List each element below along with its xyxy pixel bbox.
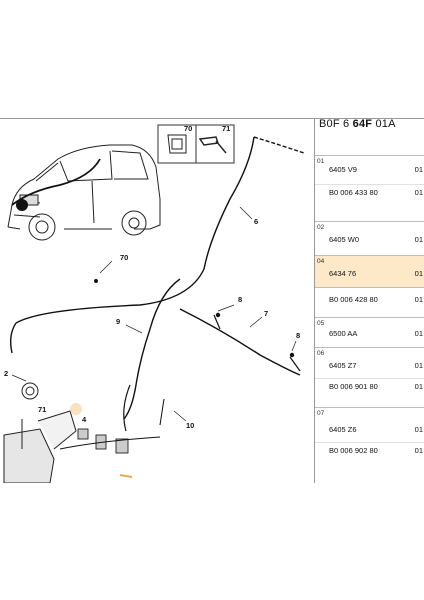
callout-9: 9 bbox=[116, 317, 121, 326]
part-number: 6405 W0 bbox=[329, 235, 360, 244]
diagram-drawing bbox=[3, 124, 305, 483]
group-index: 01 bbox=[317, 158, 325, 165]
parts-group-04b[interactable]: B0 006 428 80 01 bbox=[315, 287, 424, 316]
parts-row[interactable]: 6405 V9 01 bbox=[315, 162, 424, 180]
parts-row[interactable]: B0 006 901 80 01 bbox=[315, 378, 424, 397]
parts-group-01[interactable]: 01 6405 V9 01 B0 006 433 80 01 bbox=[315, 155, 424, 214]
ref-part-1: B0F 6 bbox=[319, 118, 350, 130]
part-qty: 01 bbox=[414, 361, 423, 370]
callout-70-inset: 70 bbox=[184, 124, 193, 133]
callout-10: 10 bbox=[186, 421, 195, 430]
car-illustration bbox=[7, 144, 161, 241]
part-number: B0 006 902 80 bbox=[329, 446, 378, 455]
parts-list-panel: B0F 6 64F 01A 01 6405 V9 01 B0 006 433 8… bbox=[314, 118, 424, 483]
parts-row[interactable]: 6434 76 01 bbox=[315, 266, 424, 284]
parts-diagram: 70 71 6 70 9 8 7 8 2 71 4 10 bbox=[0, 118, 314, 483]
parts-group-05[interactable]: 05 6500 AA 01 bbox=[315, 317, 424, 348]
ref-part-2: 64F bbox=[352, 118, 373, 130]
catalog-reference: B0F 6 64F 01A bbox=[319, 118, 396, 130]
pump-nozzles bbox=[77, 428, 129, 454]
part-qty: 01 bbox=[414, 165, 423, 174]
group-index: 04 bbox=[317, 258, 325, 265]
callout-4: 4 bbox=[82, 415, 87, 424]
washer-reservoir bbox=[3, 382, 77, 483]
part-qty: 01 bbox=[414, 269, 423, 278]
callout-6: 6 bbox=[254, 217, 259, 226]
part-number: B0 006 901 80 bbox=[329, 382, 378, 391]
parts-row[interactable]: 6405 W0 01 bbox=[315, 232, 424, 250]
part-qty: 01 bbox=[414, 295, 423, 304]
part-number: B0 006 433 80 bbox=[329, 188, 378, 197]
parts-group-04[interactable]: 04 6434 76 01 bbox=[315, 255, 424, 288]
group-index: 05 bbox=[317, 320, 325, 327]
part-qty: 01 bbox=[414, 188, 423, 197]
parts-row[interactable]: B0 006 433 80 01 bbox=[315, 184, 424, 203]
callout-71: 71 bbox=[38, 405, 47, 414]
callout-70: 70 bbox=[120, 253, 129, 262]
part-number: 6500 AA bbox=[329, 329, 358, 338]
part-qty: 01 bbox=[414, 446, 423, 455]
part-number: 6434 76 bbox=[329, 269, 357, 278]
parts-row[interactable]: B0 006 428 80 01 bbox=[315, 292, 424, 310]
part-qty: 01 bbox=[414, 425, 423, 434]
parts-row[interactable]: 6500 AA 01 bbox=[315, 326, 424, 344]
part-number: 6405 Z6 bbox=[329, 425, 357, 434]
ref-part-3: 01A bbox=[375, 118, 396, 130]
group-index: 02 bbox=[317, 224, 325, 231]
parts-group-02[interactable]: 02 6405 W0 01 bbox=[315, 221, 424, 258]
parts-row[interactable]: B0 006 902 80 01 bbox=[315, 442, 424, 461]
part-number: B0 006 428 80 bbox=[329, 295, 378, 304]
callout-8-right: 8 bbox=[296, 331, 301, 340]
parts-row[interactable]: 6405 Z7 01 bbox=[315, 358, 424, 376]
group-index: 06 bbox=[317, 350, 325, 357]
part-qty: 01 bbox=[414, 329, 423, 338]
parts-row[interactable]: 6405 Z6 01 bbox=[315, 422, 424, 440]
callout-71-inset: 71 bbox=[222, 124, 231, 133]
part-number: 6405 V9 bbox=[329, 165, 357, 174]
parts-group-06[interactable]: 06 6405 Z7 01 B0 006 901 80 01 bbox=[315, 347, 424, 406]
part-qty: 01 bbox=[414, 235, 423, 244]
callout-8-top: 8 bbox=[238, 295, 243, 304]
part-qty: 01 bbox=[414, 382, 423, 391]
callout-7: 7 bbox=[264, 309, 269, 318]
callout-2: 2 bbox=[4, 369, 9, 378]
parts-group-07[interactable]: 07 6405 Z6 01 B0 006 902 80 01 bbox=[315, 407, 424, 472]
part-number: 6405 Z7 bbox=[329, 361, 357, 370]
group-index: 07 bbox=[317, 410, 325, 417]
